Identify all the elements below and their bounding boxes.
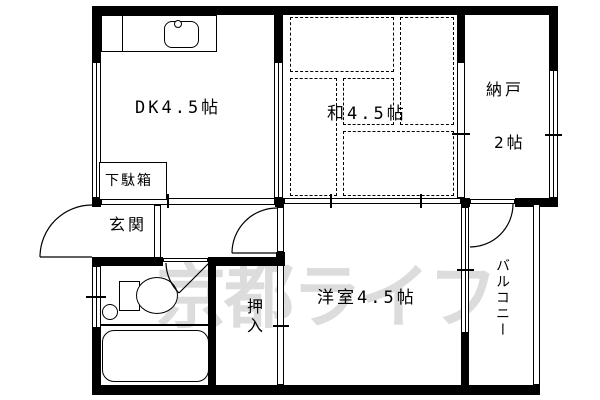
- tatami-mat: [343, 131, 454, 196]
- window-tick: [86, 296, 106, 298]
- wall-joint: [275, 198, 284, 207]
- wall-yoshitsu-balcony-lower: [461, 333, 469, 385]
- room-label-balcony: バルコニー: [494, 258, 510, 338]
- wall-genkan-south: [101, 257, 163, 266]
- balcony-door-arc: [469, 203, 514, 248]
- window-dk-left: [92, 62, 101, 198]
- getabako-cabinet: [99, 162, 167, 200]
- kitchen-counter-divider: [122, 15, 123, 52]
- wall-washitsu-nando-upper: [457, 6, 465, 62]
- room-label-dk: DK4.5帖: [135, 98, 222, 118]
- wall-joint: [461, 198, 470, 207]
- window-tick: [330, 194, 332, 208]
- room-label-washitsu: 和4.5帖: [327, 104, 407, 124]
- sliding-washitsu-yoshitsu: [284, 198, 461, 204]
- balcony-railing: [533, 204, 540, 385]
- wall-dk-hall: [101, 198, 275, 205]
- room-label-nando: 納戸: [486, 80, 525, 99]
- door-toilet-head: [163, 258, 208, 262]
- wall-dk-washitsu-upper: [274, 6, 283, 62]
- wall-joint: [92, 198, 101, 207]
- room-label-oshiire: 押入: [244, 298, 263, 336]
- wall-top: [92, 6, 558, 15]
- sliding-dk-washitsu: [274, 62, 283, 198]
- doorway-hall-yoshitsu: [277, 207, 284, 252]
- tatami-mat: [343, 78, 394, 125]
- wall-nando-right-upper: [549, 6, 558, 70]
- tatami-mat: [290, 17, 394, 72]
- faucet-icon: [174, 20, 182, 28]
- room-label-getabako: 下駄箱: [105, 173, 153, 189]
- wall-bottom: [92, 385, 540, 395]
- tatami-mat: [290, 78, 337, 196]
- toilet-door-arc: [165, 262, 210, 294]
- room-label-genkan: 玄関: [109, 215, 148, 234]
- wall-bath-oshiire: [208, 266, 216, 385]
- wall-hall-south: [208, 257, 285, 266]
- wall-joint: [276, 252, 285, 266]
- door-nando-balcony: [470, 199, 515, 204]
- wall-nando-south: [515, 198, 558, 207]
- divider-toilet-bath: [101, 324, 208, 326]
- window-tick: [167, 194, 169, 208]
- window-tick: [273, 325, 289, 327]
- room-label-nando-size: 2帖: [494, 133, 526, 152]
- sliding-washitsu-nando: [457, 62, 465, 198]
- toilet-basin: [102, 304, 118, 320]
- window-tick: [457, 269, 474, 271]
- room-label-yoshitsu: 洋室4.5帖: [317, 288, 417, 308]
- window-tick: [452, 133, 470, 135]
- bathtub: [102, 330, 209, 382]
- tatami-mat: [400, 17, 454, 125]
- hall-yoshitsu-door-arc: [231, 207, 278, 254]
- entrance-door-arc: [39, 204, 93, 258]
- wall-joint: [92, 257, 101, 266]
- wall-left-lower: [92, 328, 101, 395]
- window-tick: [420, 194, 422, 208]
- wall-left-upper: [92, 6, 101, 62]
- window-tick: [545, 134, 562, 136]
